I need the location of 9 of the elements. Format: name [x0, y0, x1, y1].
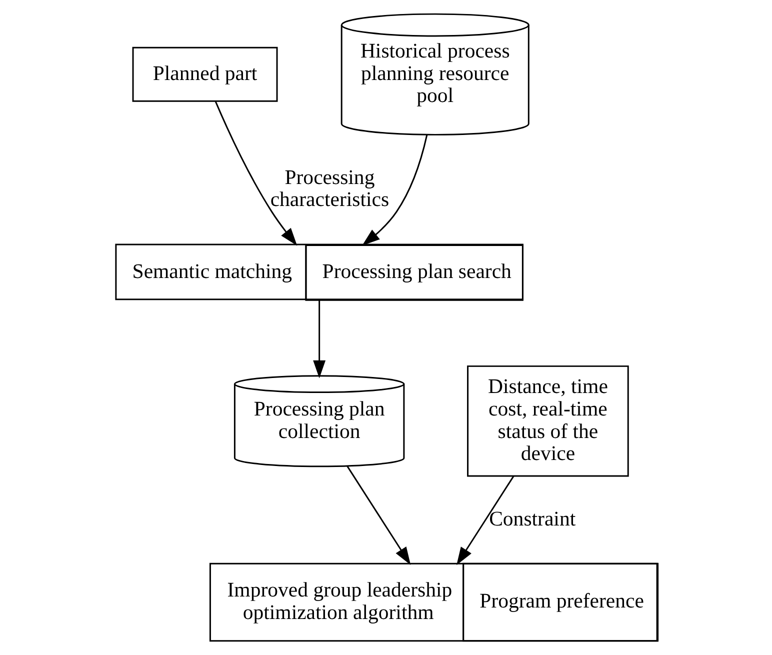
node-box: Planned part [132, 46, 278, 102]
edge-label: Constraint [488, 507, 576, 530]
node-box: Distance, time cost, real-time status of the device [466, 365, 628, 477]
arrow [214, 101, 297, 246]
edge-label: Processing characteristics [270, 166, 389, 212]
arrow [456, 476, 514, 566]
arrow [346, 466, 410, 565]
arrow [362, 134, 428, 246]
arrow [312, 300, 326, 378]
